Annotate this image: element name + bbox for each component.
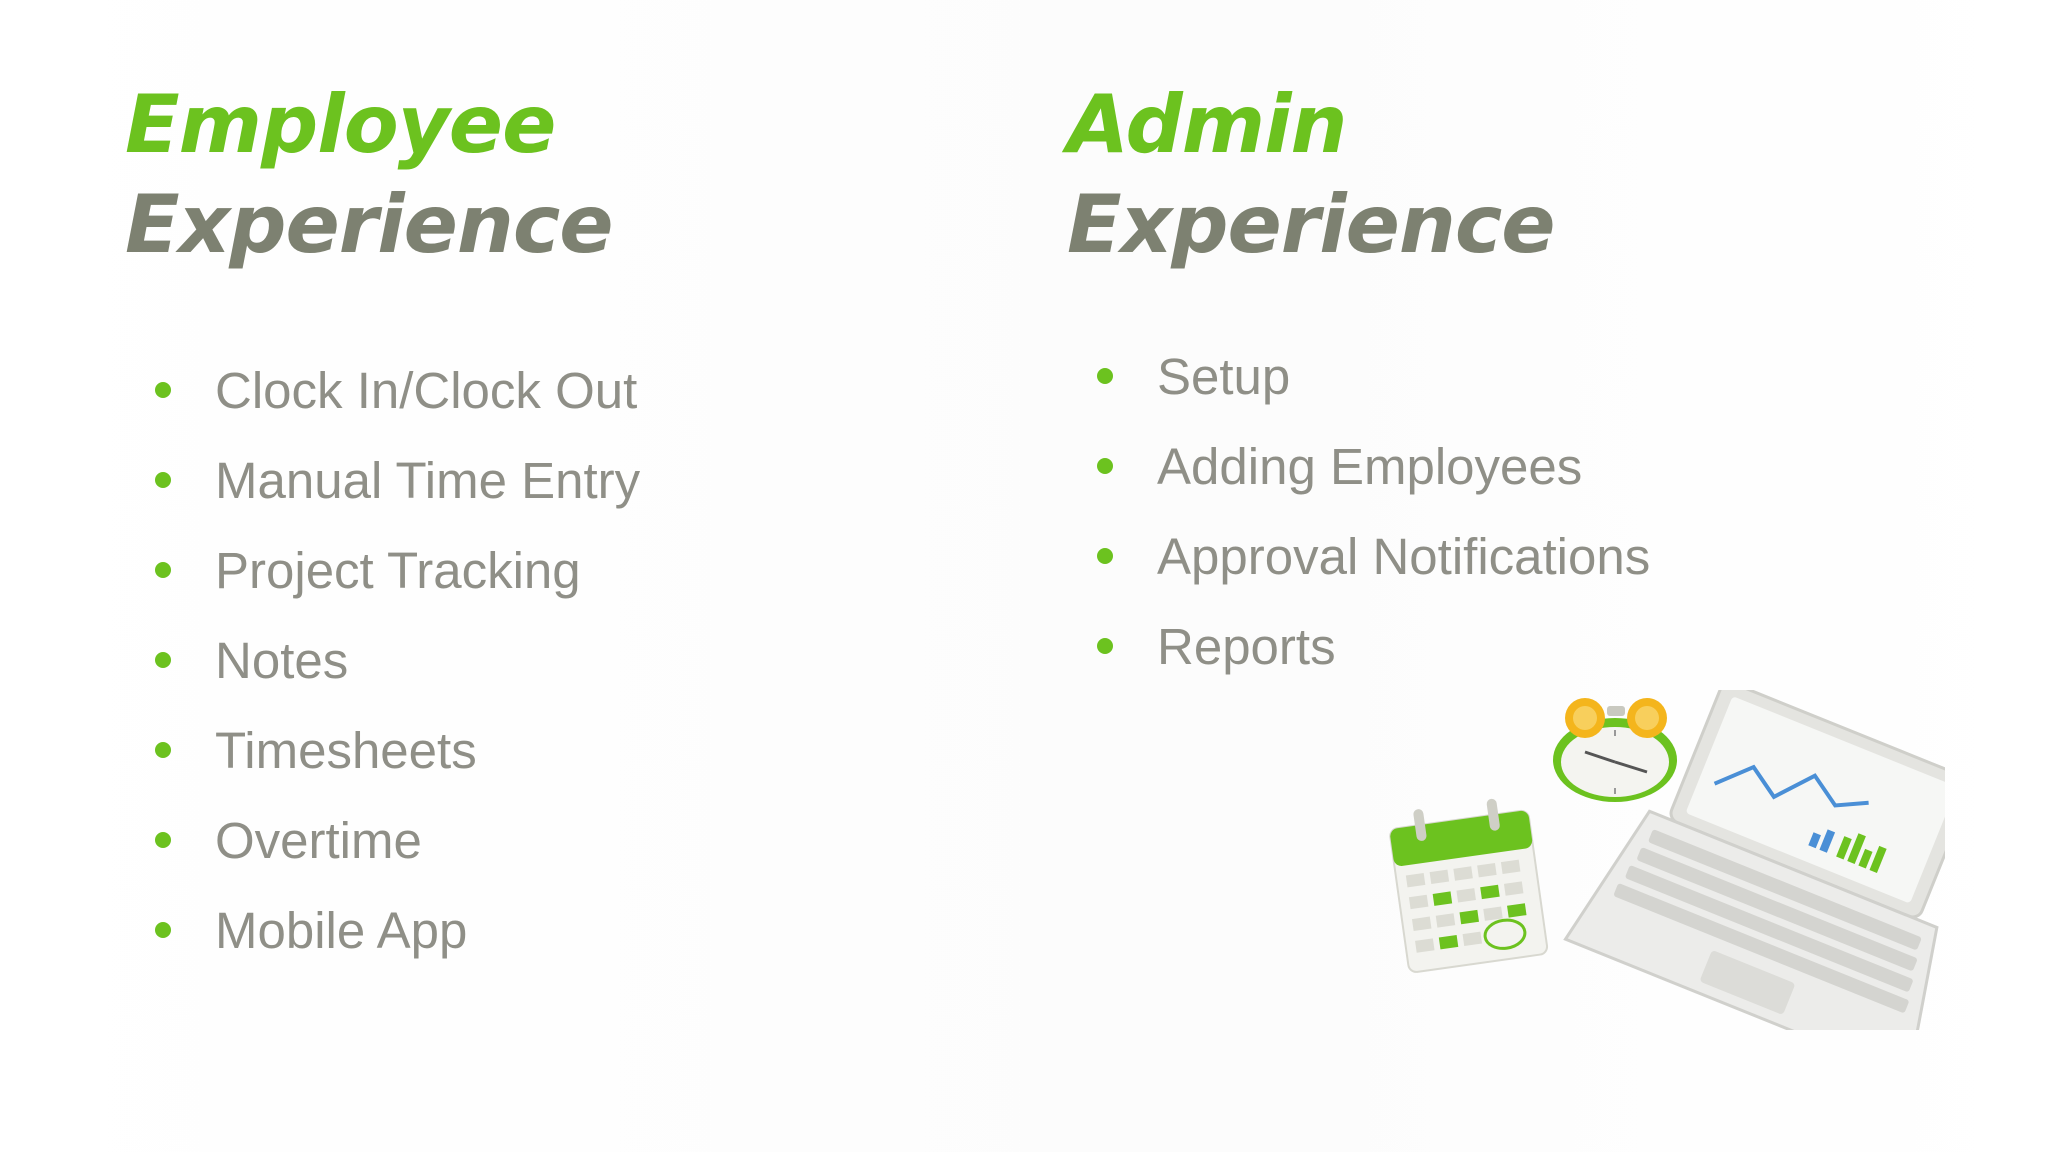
admin-heading: Admin Experience xyxy=(1067,75,1967,275)
laptop-icon xyxy=(1563,690,1945,1030)
list-item-label: Approval Notifications xyxy=(1157,527,1651,585)
list-item: Timesheets xyxy=(155,705,640,795)
list-item: Reports xyxy=(1097,601,1650,691)
admin-bullet-list: Setup Adding Employees Approval Notifica… xyxy=(1097,331,1650,691)
employee-title-line2: Experience xyxy=(125,178,614,271)
bullet-dot-icon xyxy=(155,922,171,938)
list-item-label: Notes xyxy=(215,631,349,689)
employee-bullet-list: Clock In/Clock Out Manual Time Entry Pro… xyxy=(155,345,640,975)
list-item-label: Timesheets xyxy=(215,721,477,779)
bullet-dot-icon xyxy=(155,472,171,488)
list-item-label: Mobile App xyxy=(215,901,468,959)
admin-title-line2: Experience xyxy=(1067,178,1556,271)
bullet-dot-icon xyxy=(1097,458,1113,474)
list-item-label: Manual Time Entry xyxy=(215,451,641,509)
list-item: Manual Time Entry xyxy=(155,435,640,525)
bullet-dot-icon xyxy=(155,562,171,578)
list-item-label: Setup xyxy=(1157,347,1291,405)
bullet-dot-icon xyxy=(155,832,171,848)
admin-title-line1: Admin xyxy=(1067,78,1347,171)
list-item: Overtime xyxy=(155,795,640,885)
list-item: Setup xyxy=(1097,331,1650,421)
list-item-label: Reports xyxy=(1157,617,1336,675)
list-item: Adding Employees xyxy=(1097,421,1650,511)
bullet-dot-icon xyxy=(1097,548,1113,564)
list-item-label: Adding Employees xyxy=(1157,437,1583,495)
list-item: Mobile App xyxy=(155,885,640,975)
bullet-dot-icon xyxy=(155,382,171,398)
alarm-clock-icon xyxy=(1553,698,1677,802)
bullet-dot-icon xyxy=(1097,638,1113,654)
list-item: Project Tracking xyxy=(155,525,640,615)
calendar-icon xyxy=(1389,798,1549,973)
bullet-dot-icon xyxy=(1097,368,1113,384)
list-item-label: Project Tracking xyxy=(215,541,581,599)
list-item-label: Clock In/Clock Out xyxy=(215,361,638,419)
list-item: Notes xyxy=(155,615,640,705)
bullet-dot-icon xyxy=(155,652,171,668)
employee-heading: Employee Experience xyxy=(125,75,945,275)
timekeeping-illustration xyxy=(1389,690,1945,1030)
list-item: Approval Notifications xyxy=(1097,511,1650,601)
employee-title-line1: Employee xyxy=(125,78,556,171)
admin-column: Admin Experience Setup Adding Employees … xyxy=(1067,75,1967,675)
employee-column: Employee Experience Clock In/Clock Out M… xyxy=(125,75,945,959)
bullet-dot-icon xyxy=(155,742,171,758)
list-item: Clock In/Clock Out xyxy=(155,345,640,435)
list-item-label: Overtime xyxy=(215,811,422,869)
